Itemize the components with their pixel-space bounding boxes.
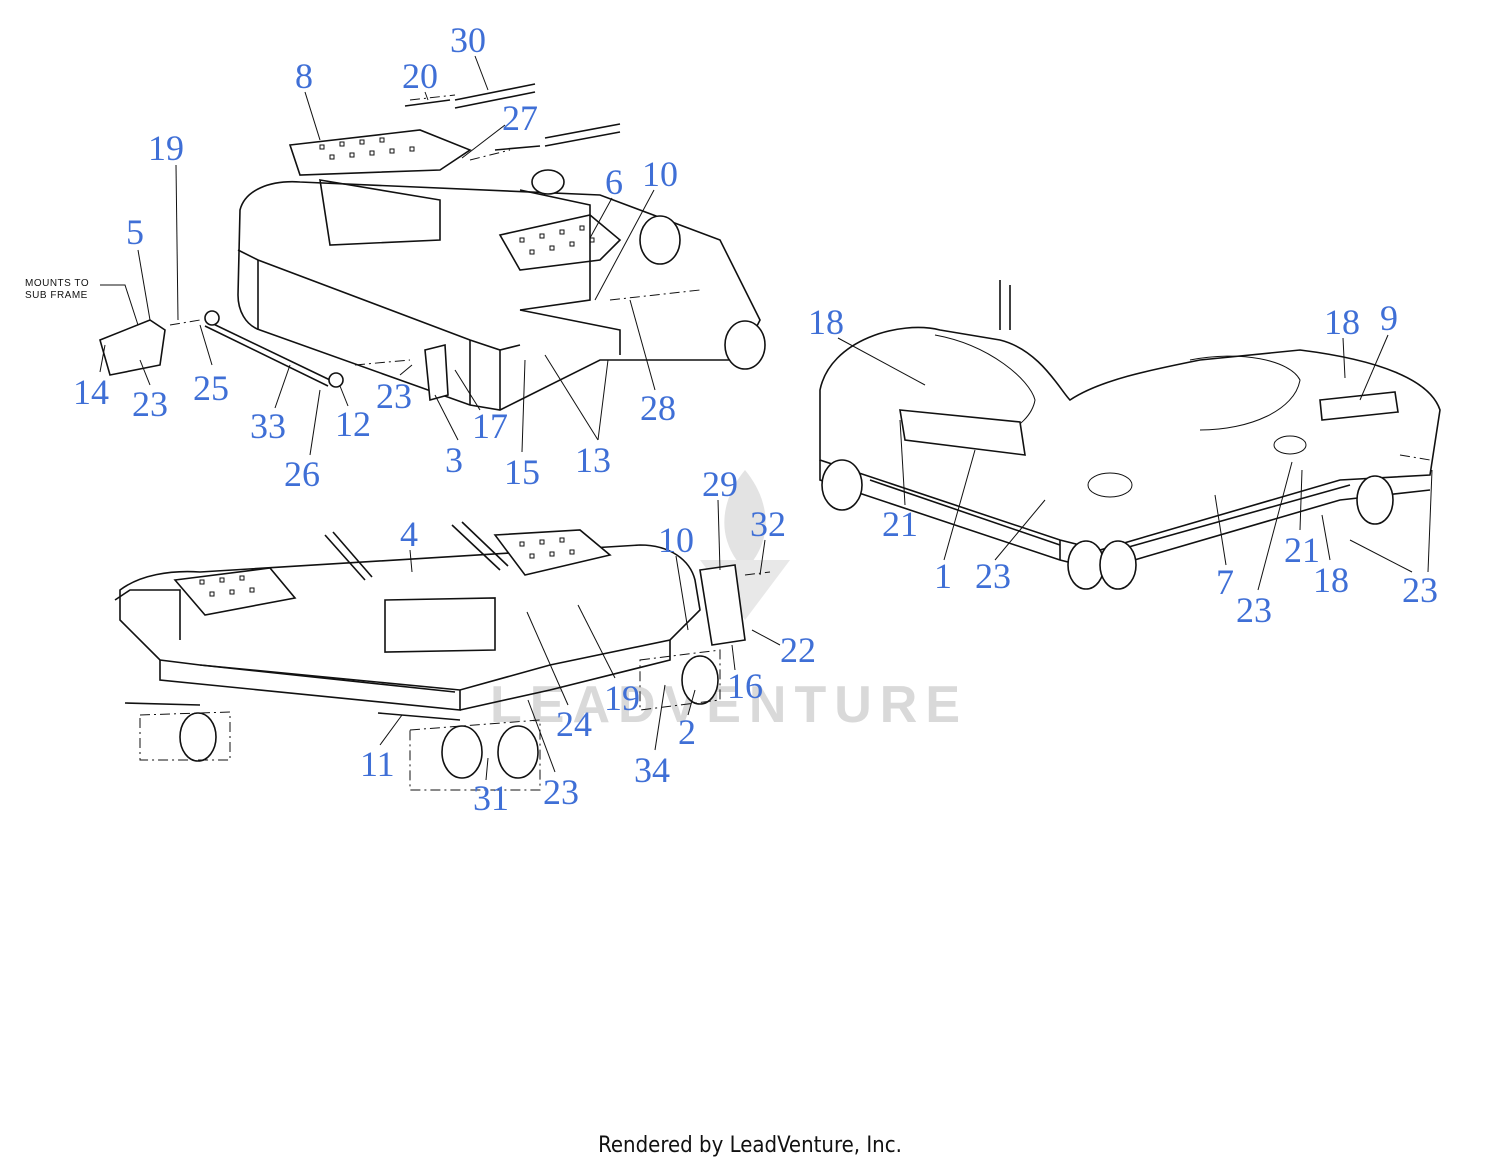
- callout-14[interactable]: 14: [73, 372, 109, 412]
- callouts-right: 18 18 9 21 1 23 7 23 21 18 23: [808, 298, 1438, 630]
- callout-11[interactable]: 11: [360, 744, 395, 784]
- callout-16[interactable]: 16: [727, 666, 763, 706]
- callout-18-a[interactable]: 18: [808, 302, 844, 342]
- deck-right-assembly: [819, 280, 1441, 590]
- footer-credit: Rendered by LeadVenture, Inc.: [598, 1133, 902, 1158]
- deck-bottom-assembly: [114, 521, 771, 791]
- callout-33[interactable]: 33: [250, 406, 286, 446]
- callout-25[interactable]: 25: [193, 368, 229, 408]
- callout-13[interactable]: 13: [575, 440, 611, 480]
- callout-19-b[interactable]: 19: [604, 678, 640, 718]
- callout-26[interactable]: 26: [284, 454, 320, 494]
- callout-2[interactable]: 2: [678, 712, 696, 752]
- callout-23-e[interactable]: 23: [1402, 570, 1438, 610]
- callout-12[interactable]: 12: [335, 404, 371, 444]
- callout-29[interactable]: 29: [702, 464, 738, 504]
- callout-1[interactable]: 1: [934, 556, 952, 596]
- deck-plate-8: [288, 129, 472, 176]
- callout-34[interactable]: 34: [634, 750, 670, 790]
- callout-18-b[interactable]: 18: [1324, 302, 1360, 342]
- callout-15[interactable]: 15: [504, 452, 540, 492]
- callout-22[interactable]: 22: [780, 630, 816, 670]
- callout-4[interactable]: 4: [400, 514, 418, 554]
- callout-6[interactable]: 6: [605, 162, 623, 202]
- callout-23-a[interactable]: 23: [132, 384, 168, 424]
- callout-28[interactable]: 28: [640, 388, 676, 428]
- callouts-bottom: 29 32 4 10 22 16 19 24 2 34 11 31 23: [360, 464, 816, 818]
- deck-top-assembly: [99, 83, 766, 411]
- callout-19[interactable]: 19: [148, 128, 184, 168]
- callout-27[interactable]: 27: [502, 98, 538, 138]
- callout-9[interactable]: 9: [1380, 298, 1398, 338]
- callout-21-a[interactable]: 21: [882, 504, 918, 544]
- callout-20[interactable]: 20: [402, 56, 438, 96]
- callout-3[interactable]: 3: [445, 440, 463, 480]
- callout-23-f[interactable]: 23: [543, 772, 579, 812]
- callout-18-c[interactable]: 18: [1313, 560, 1349, 600]
- callout-10-b[interactable]: 10: [658, 520, 694, 560]
- callout-23-b[interactable]: 23: [376, 376, 412, 416]
- callout-21-b[interactable]: 21: [1284, 530, 1320, 570]
- callout-23-d[interactable]: 23: [1236, 590, 1272, 630]
- note-line-2: SUB FRAME: [25, 290, 88, 301]
- callout-17[interactable]: 17: [472, 406, 508, 446]
- callout-23-c[interactable]: 23: [975, 556, 1011, 596]
- callout-30[interactable]: 30: [450, 20, 486, 60]
- callout-31[interactable]: 31: [473, 778, 509, 818]
- callout-5[interactable]: 5: [126, 212, 144, 252]
- callout-8[interactable]: 8: [295, 56, 313, 96]
- callout-32[interactable]: 32: [750, 504, 786, 544]
- callouts-top: 30 20 8 27 19 6 10 5 14 23 25 33 12 26 2…: [73, 20, 678, 494]
- callout-7[interactable]: 7: [1216, 562, 1234, 602]
- mounts-note: MOUNTS TO SUB FRAME: [25, 278, 139, 326]
- note-line-1: MOUNTS TO: [25, 278, 89, 289]
- callout-24[interactable]: 24: [556, 704, 592, 744]
- callout-10[interactable]: 10: [642, 154, 678, 194]
